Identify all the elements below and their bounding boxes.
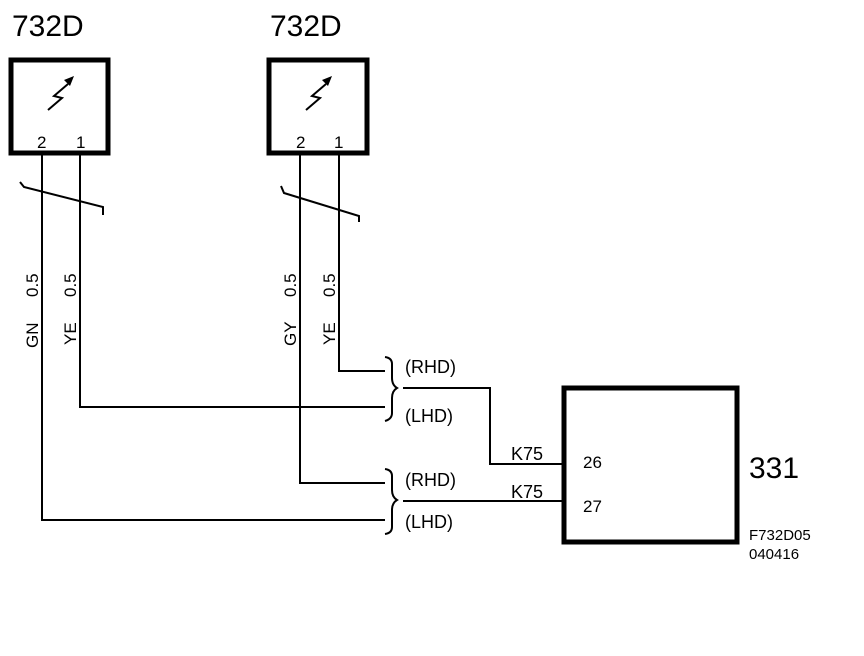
- connector-label: K75: [511, 444, 543, 464]
- component-331: 26 27 331: [561, 385, 799, 545]
- pin-label: 2: [296, 133, 305, 152]
- component-label: 732D: [270, 10, 342, 43]
- figure-date: 040416: [749, 546, 799, 563]
- twisted-pair-mark: [280, 185, 360, 222]
- twisted-pair-mark: [19, 181, 104, 215]
- wire-color: YE: [61, 322, 80, 345]
- wire-size: 0.5: [320, 273, 339, 297]
- pin-label: 2: [37, 133, 46, 152]
- wire-ye-right: [338, 155, 385, 372]
- pin-label: 27: [583, 497, 602, 516]
- lightning-arrow-icon: [47, 76, 74, 111]
- figure-code: F732D05: [749, 527, 811, 544]
- wire-size: 0.5: [281, 273, 300, 297]
- wire-color: GN: [23, 323, 42, 349]
- component-732d-left: 732D 2 1: [8, 10, 111, 156]
- pin-label: 1: [334, 133, 343, 152]
- wire-gy: [299, 155, 385, 484]
- component-label: 331: [749, 452, 799, 485]
- variant-label-rhd: (RHD): [405, 470, 456, 490]
- component-box: [266, 57, 370, 156]
- wire-color: GY: [281, 321, 300, 346]
- component-732d-right: 732D 2 1: [266, 10, 370, 156]
- wire-gn: [41, 155, 385, 521]
- lightning-arrow-icon: [305, 76, 332, 111]
- variant-bracket: [384, 468, 399, 535]
- wire-size: 0.5: [61, 273, 80, 297]
- connector-label: K75: [511, 482, 543, 502]
- wire-ye-left: [79, 155, 385, 408]
- wire-to-pin-26: [403, 387, 566, 465]
- pin-label: 1: [76, 133, 85, 152]
- component-box: [8, 57, 111, 156]
- variant-label-rhd: (RHD): [405, 357, 456, 377]
- wire-color: YE: [320, 322, 339, 345]
- variant-label-lhd: (LHD): [405, 406, 453, 426]
- variant-label-lhd: (LHD): [405, 512, 453, 532]
- component-box: [561, 385, 740, 545]
- wire-size: 0.5: [23, 273, 42, 297]
- component-label: 732D: [12, 10, 84, 43]
- pin-label: 26: [583, 453, 602, 472]
- variant-bracket: [384, 356, 399, 422]
